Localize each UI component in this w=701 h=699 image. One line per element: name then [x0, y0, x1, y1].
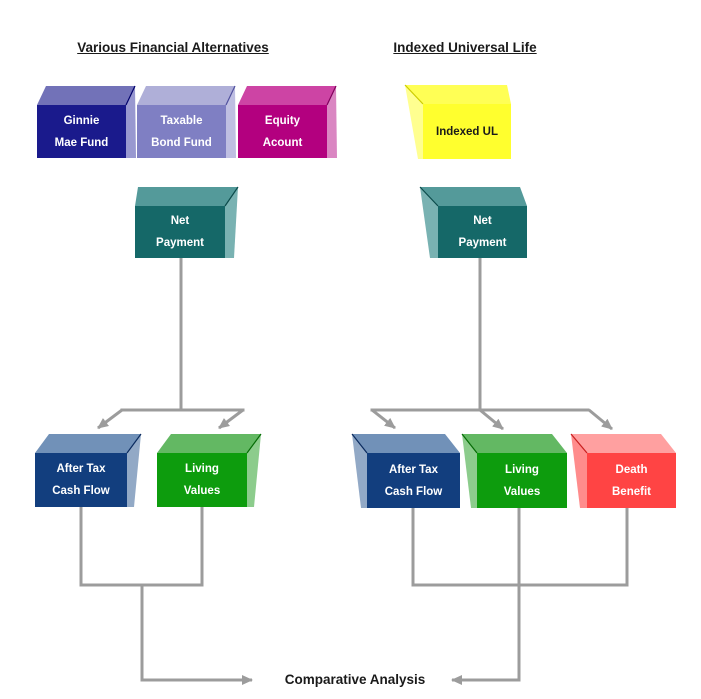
heading-various-financial-alternatives: Various Financial Alternatives	[77, 40, 269, 55]
box-after-tax-cash-flow-left	[35, 433, 142, 507]
box-side-face	[226, 86, 236, 158]
box-death-benefit	[570, 433, 676, 508]
connector-left-arrow-living	[218, 408, 244, 430]
box-front-face	[438, 206, 527, 258]
box-taxable-bond-fund	[137, 85, 236, 158]
box-edge-crease	[125, 85, 136, 106]
box-front-face	[35, 453, 127, 507]
box-indexed-ul	[404, 84, 511, 159]
box-top-face	[157, 434, 261, 453]
connector-left-arrow-aftertax	[97, 408, 123, 430]
box-front-face	[238, 105, 327, 158]
box-living-values-left	[157, 433, 262, 507]
box-top-face	[35, 434, 141, 453]
box-front-face	[587, 453, 676, 508]
box-front-face	[157, 453, 247, 507]
box-edge-crease	[351, 433, 368, 454]
box-edge-crease	[326, 85, 337, 106]
box-side-face	[420, 187, 438, 258]
box-equity-acount	[238, 85, 337, 158]
connector-lines	[79, 258, 629, 685]
box-side-face	[127, 434, 141, 507]
box-edge-crease	[461, 433, 478, 454]
box-living-values-right	[461, 433, 567, 508]
box-top-face	[238, 86, 336, 105]
box-edge-crease	[246, 433, 262, 454]
box-front-face	[367, 453, 460, 508]
heading-indexed-universal-life: Indexed Universal Life	[393, 40, 537, 55]
box-edge-crease	[570, 433, 588, 454]
box-side-face	[571, 434, 587, 508]
box-side-face	[247, 434, 261, 507]
box-top-face	[405, 85, 511, 104]
box-side-face	[126, 86, 136, 158]
box-front-face	[477, 453, 567, 508]
box-side-face	[327, 86, 337, 158]
box-side-face	[405, 85, 423, 159]
box-front-face	[135, 206, 225, 258]
connector-right-arrow-aftertax	[371, 408, 396, 430]
box-side-face	[462, 434, 477, 508]
box-edge-crease	[419, 186, 439, 207]
box-side-face	[225, 187, 238, 258]
box-top-face	[135, 187, 238, 206]
box-top-face	[420, 187, 527, 206]
box-edge-crease	[404, 84, 424, 105]
box-top-face	[571, 434, 676, 453]
box-front-face	[423, 104, 511, 159]
box-top-face	[462, 434, 567, 453]
comparative-analysis-label: Comparative Analysis	[284, 672, 426, 687]
box-front-face	[37, 105, 126, 158]
box-top-face	[37, 86, 135, 105]
box-top-face	[137, 86, 235, 105]
box-edge-crease	[224, 186, 239, 207]
box-net-payment-left	[135, 186, 239, 258]
box-ginnie-mae-fund	[37, 85, 136, 158]
box-top-face	[352, 434, 460, 453]
connector-right-arrow-living	[479, 408, 504, 431]
connector-right-arrow-death	[588, 408, 613, 431]
box-side-face	[352, 434, 367, 508]
box-after-tax-cash-flow-right	[351, 433, 460, 508]
box-edge-crease	[126, 433, 142, 454]
box-front-face	[137, 105, 226, 158]
box-edge-crease	[225, 85, 236, 106]
box-net-payment-right	[419, 186, 527, 258]
